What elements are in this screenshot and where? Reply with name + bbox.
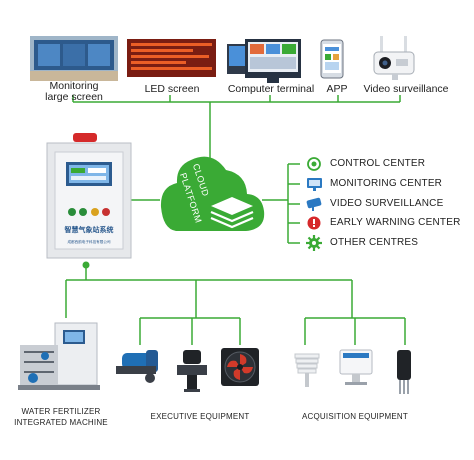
- station-panel-title: 智慧气象站系统: [65, 225, 114, 234]
- station-panel-subtitle: 成都西韵电子科技有限公司: [67, 239, 111, 244]
- warning-icon: [307, 216, 321, 230]
- bottom-label-executive-equipment: EXECUTIVE EQUIPMENT: [150, 412, 250, 421]
- app-phone-image: [320, 39, 344, 79]
- gear-icon: [306, 235, 322, 251]
- center-label-other: OTHER CENTRES: [330, 237, 419, 248]
- exhaust-fan-image: [221, 348, 259, 386]
- water-fertilizer-machine-image: [18, 322, 100, 390]
- output-label-monitoring-large-screen: Monitoring large screen: [45, 80, 103, 103]
- cloud-platform-icon: [160, 156, 265, 231]
- center-label-control: CONTROL CENTER: [330, 158, 426, 169]
- center-label-early-warning: EARLY WARNING CENTER: [330, 217, 461, 228]
- monitoring-large-screen-image: [30, 36, 118, 81]
- electric-valve-image: [116, 350, 158, 383]
- output-label-computer-terminal: Computer terminal: [227, 83, 315, 95]
- output-label-led-screen: LED screen: [144, 83, 200, 95]
- flow-meter-image: [177, 350, 207, 392]
- sensor-box-image: [339, 349, 373, 385]
- soil-probe-sensor-image: [397, 350, 411, 394]
- led-screen-image: [127, 39, 216, 77]
- connector-lines: [65, 95, 406, 345]
- junction-dot: [82, 261, 90, 269]
- bottom-label-acquisition-equipment: ACQUISITION EQUIPMENT: [302, 412, 408, 421]
- output-label-video-surveillance: Video surveillance: [363, 83, 449, 95]
- center-label-video-surveillance: VIDEO SURVEILLANCE: [330, 198, 444, 209]
- output-label-app: APP: [326, 83, 348, 95]
- computer-terminal-image: [227, 39, 301, 83]
- radiation-shield-sensor-image: [294, 353, 320, 387]
- bottom-label-water-fertilizer: WATER FERTILIZER INTEGRATED MACHINE: [14, 407, 108, 427]
- target-icon: [307, 157, 321, 171]
- monitor-icon: [307, 178, 322, 191]
- center-label-monitoring: MONITORING CENTER: [330, 178, 443, 189]
- video-surveillance-camera-image: [373, 36, 415, 80]
- weather-station-cabinet-image: [46, 133, 132, 259]
- camera-icon: [306, 197, 322, 211]
